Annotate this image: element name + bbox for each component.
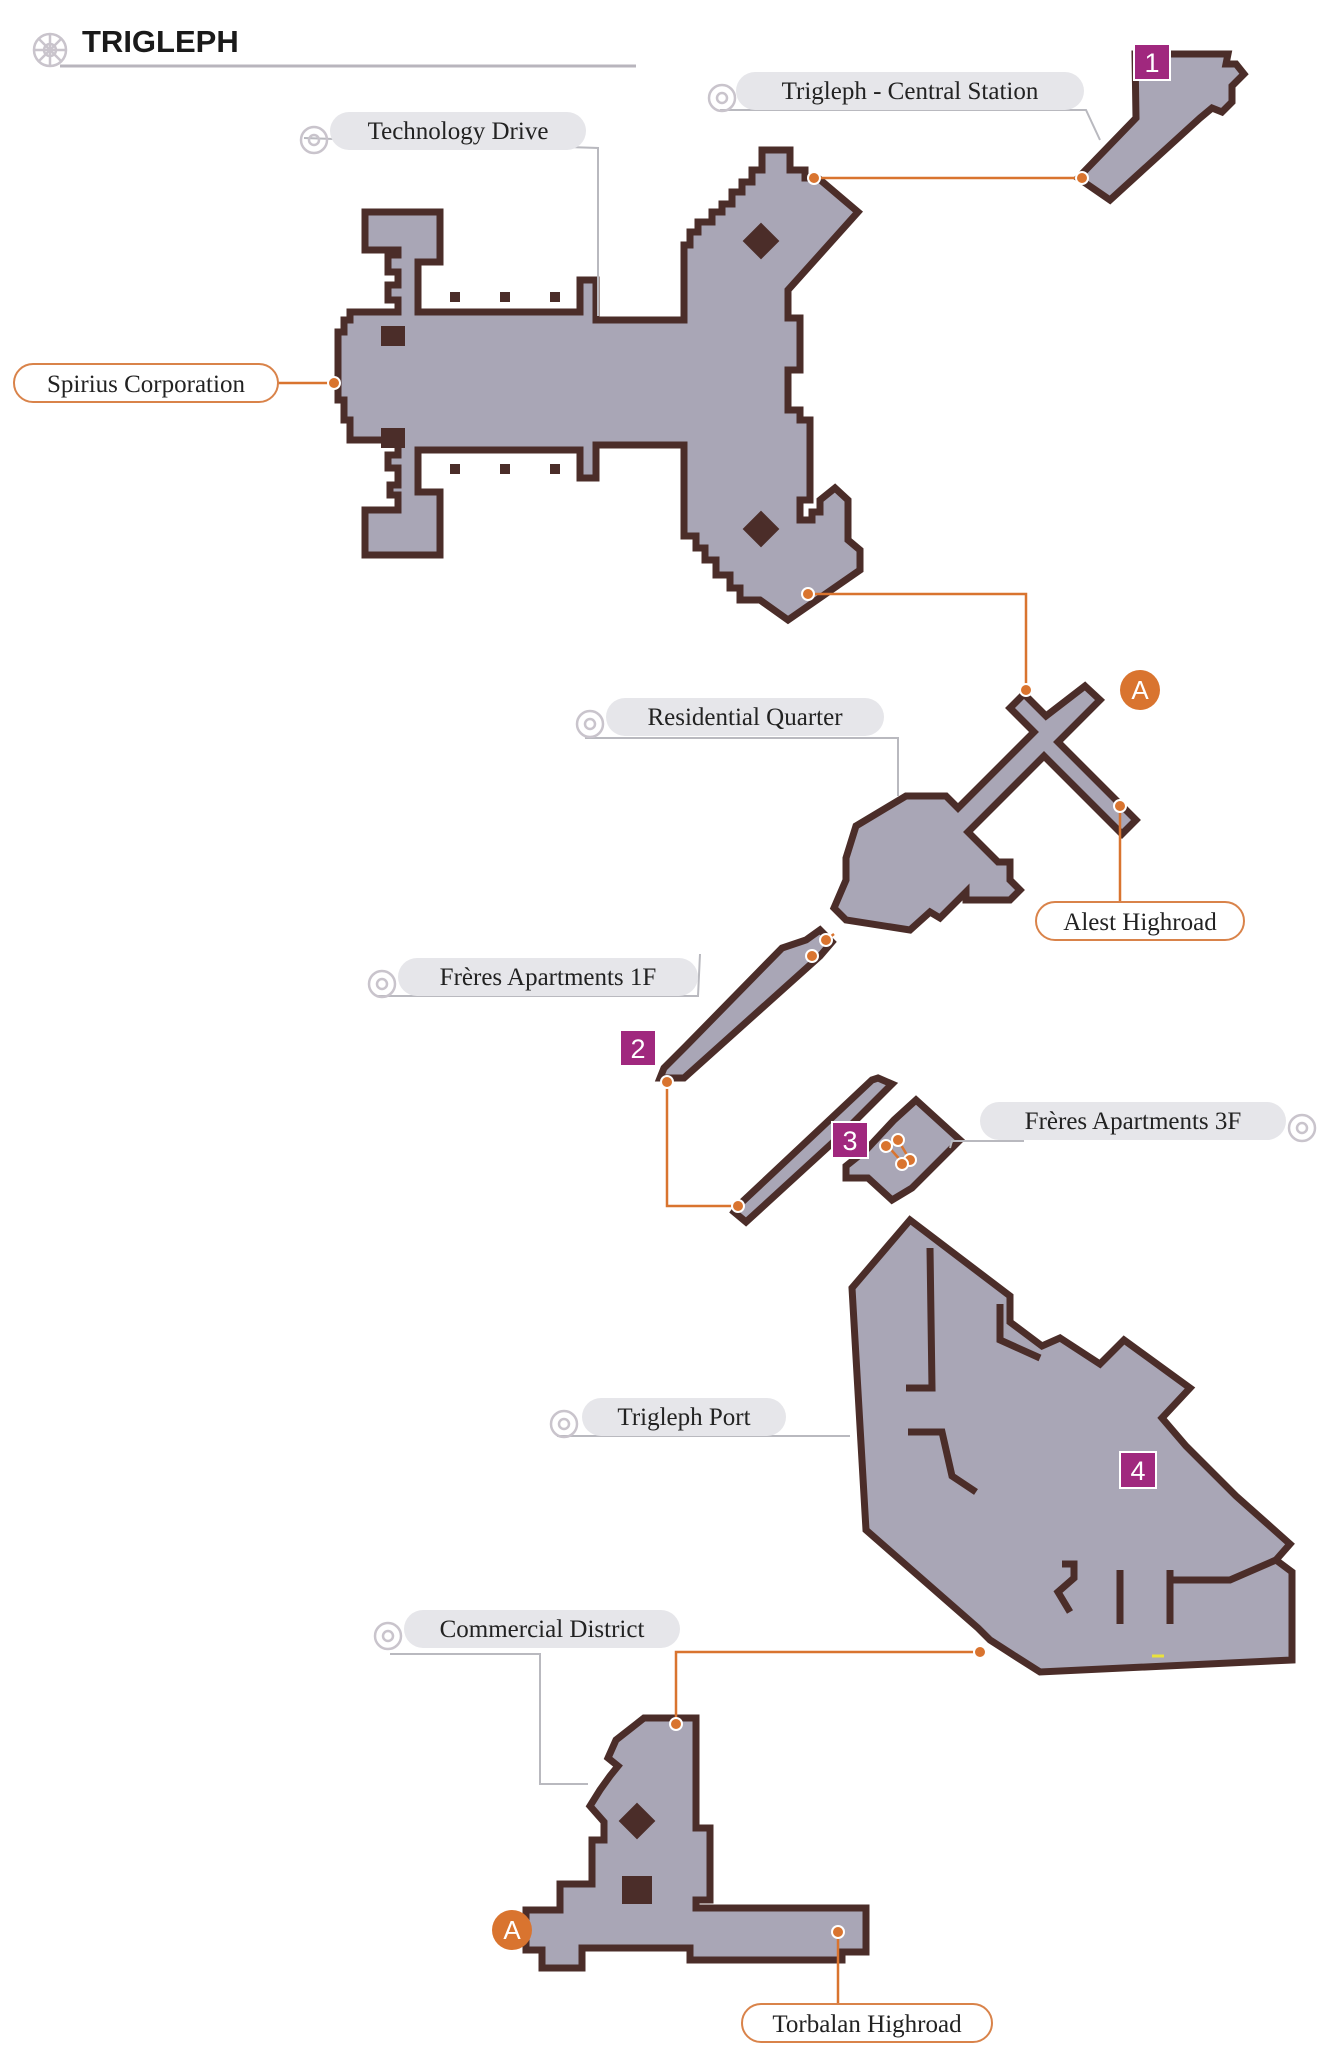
marker-label: 4 bbox=[1130, 1456, 1145, 1486]
marker-label: 3 bbox=[842, 1126, 857, 1156]
label-freres-3f: Frères Apartments 3F bbox=[980, 1102, 1317, 1143]
marker-4: 4 bbox=[1119, 1451, 1157, 1489]
gear-icon bbox=[575, 709, 605, 739]
label-text: Frères Apartments 3F bbox=[1025, 1108, 1242, 1135]
marker-2: 2 bbox=[619, 1029, 657, 1067]
label-trigleph-port: Trigleph Port bbox=[549, 1398, 786, 1439]
connector-dot bbox=[973, 1645, 987, 1659]
connector-dot bbox=[1113, 799, 1127, 813]
residential-quarter-map bbox=[829, 681, 1141, 934]
marker-label: A bbox=[503, 1915, 521, 1945]
gear-icon bbox=[373, 1621, 403, 1651]
connector-dot bbox=[731, 1199, 745, 1213]
label-text: Trigleph Port bbox=[617, 1404, 750, 1431]
connector-dot bbox=[1019, 683, 1033, 697]
connector-dot bbox=[807, 171, 821, 185]
label-text: Torbalan Highroad bbox=[772, 2011, 962, 2038]
connector-dot bbox=[819, 933, 833, 947]
marker-3: 3 bbox=[831, 1121, 869, 1159]
gear-icon bbox=[367, 969, 397, 999]
technology-drive-map bbox=[334, 146, 864, 625]
label-alest-highroad: Alest Highroad bbox=[1035, 901, 1245, 941]
commercial-district-map bbox=[522, 1714, 870, 1972]
label-freres-1f: Frères Apartments 1F bbox=[367, 958, 698, 999]
marker-label: 1 bbox=[1144, 48, 1159, 78]
connector-dot bbox=[895, 1157, 909, 1171]
label-technology-drive: Technology Drive bbox=[299, 112, 586, 155]
label-text: Spirius Corporation bbox=[47, 371, 245, 398]
label-spirius-corporation: Spirius Corporation bbox=[13, 363, 279, 403]
connector-dot bbox=[669, 1717, 683, 1731]
connector-dot bbox=[801, 587, 815, 601]
connector-dots bbox=[327, 171, 1127, 1939]
marker-label: A bbox=[1131, 675, 1149, 705]
marker-label: 2 bbox=[630, 1034, 645, 1064]
connector-dot bbox=[1075, 171, 1089, 185]
marker-1: 1 bbox=[1133, 43, 1171, 81]
header: TRIGLEPH bbox=[32, 24, 636, 68]
connector-dot bbox=[879, 1139, 893, 1153]
label-text: Alest Highroad bbox=[1063, 909, 1217, 936]
gear-icon bbox=[707, 83, 737, 113]
gear-icon bbox=[549, 1409, 579, 1439]
connector-dot bbox=[327, 376, 341, 390]
label-text: Frères Apartments 1F bbox=[440, 964, 657, 991]
connector-dot bbox=[831, 1925, 845, 1939]
trigleph-port-map bbox=[848, 1215, 1296, 1676]
connector-dot bbox=[805, 949, 819, 963]
label-commercial-district: Commercial District bbox=[373, 1610, 680, 1651]
marker-a-bottom: A bbox=[492, 1910, 532, 1950]
wheel-icon bbox=[32, 32, 68, 68]
connector-dot bbox=[891, 1133, 905, 1147]
label-residential-quarter: Residential Quarter bbox=[575, 698, 884, 739]
marker-a-top: A bbox=[1120, 670, 1160, 710]
map-title: TRIGLEPH bbox=[82, 24, 239, 59]
label-text: Trigleph - Central Station bbox=[782, 78, 1039, 105]
label-text: Residential Quarter bbox=[647, 704, 843, 731]
label-torbalan-highroad: Torbalan Highroad bbox=[741, 2003, 993, 2043]
label-text: Commercial District bbox=[440, 1616, 645, 1643]
gear-icon bbox=[299, 125, 329, 155]
label-text: Technology Drive bbox=[368, 118, 549, 145]
label-central-station: Trigleph - Central Station bbox=[707, 72, 1084, 113]
connector-dot bbox=[660, 1075, 674, 1089]
gear-icon bbox=[1287, 1113, 1317, 1143]
